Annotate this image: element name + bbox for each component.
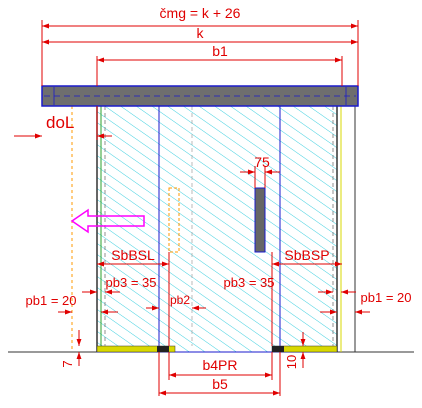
track-stop-left bbox=[157, 346, 169, 352]
bottom-track-left bbox=[96, 345, 176, 353]
label-10: 10 bbox=[284, 355, 299, 369]
label-75: 75 bbox=[254, 154, 270, 170]
label-k: k bbox=[197, 25, 205, 41]
label-b5: b5 bbox=[212, 376, 228, 392]
label-b4pr: b4PR bbox=[202, 357, 237, 373]
label-b1: b1 bbox=[212, 43, 228, 59]
label-pb3-right: pb3 = 35 bbox=[224, 275, 275, 290]
door-handle bbox=[254, 187, 266, 253]
track-stop-right bbox=[272, 346, 284, 352]
label-pb1-left: pb1 = 20 bbox=[26, 293, 77, 308]
slide-left-arrow-icon bbox=[70, 208, 145, 234]
fixed-glass-left bbox=[96, 105, 160, 353]
label-cmg: čmg = k + 26 bbox=[160, 5, 241, 21]
label-pb1-right: pb1 = 20 bbox=[361, 290, 412, 305]
label-sbbsl: SbBSL bbox=[111, 247, 155, 263]
label-pb2: pb2 bbox=[170, 293, 190, 307]
label-dol: doL bbox=[46, 113, 74, 132]
fixed-glass-right bbox=[279, 105, 338, 353]
label-sbbsp: SbBSP bbox=[284, 247, 329, 263]
hidden-handle-outline bbox=[168, 187, 180, 253]
label-pb3-left: pb3 = 35 bbox=[106, 275, 157, 290]
label-7: 7 bbox=[60, 360, 75, 367]
